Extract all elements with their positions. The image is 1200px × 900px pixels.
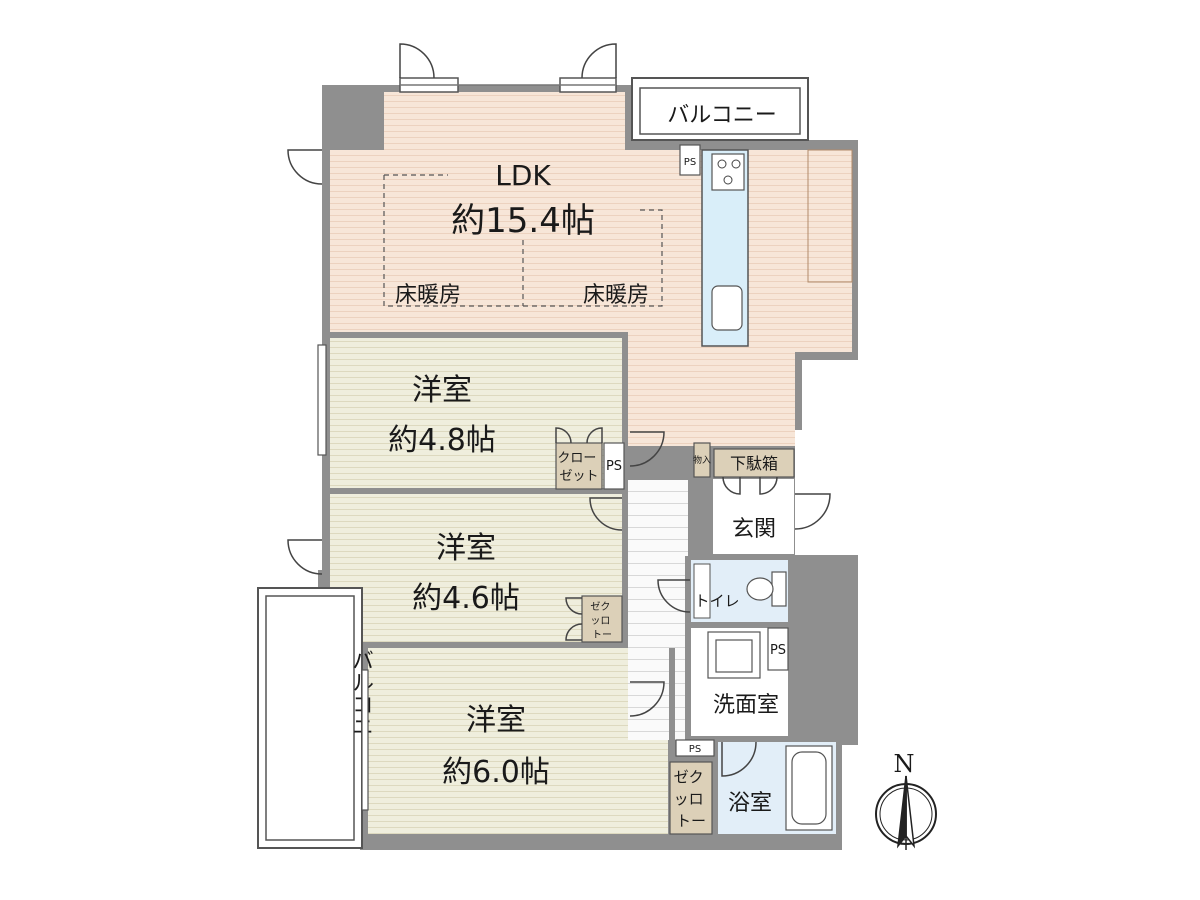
closet1-line2: ゼット	[559, 469, 598, 484]
bedroom1-area: 約4.8帖	[388, 423, 496, 458]
ps-boxes	[603, 144, 789, 757]
bedroom3-area: 約6.0帖	[442, 755, 550, 790]
ps-label-bedroom1: PS	[606, 459, 622, 474]
interior-walls	[326, 332, 840, 840]
bedroom3-name: 洋室	[466, 703, 526, 738]
top-door-swings	[287, 43, 617, 185]
ldk-floor-heating-left: 床暖房	[395, 283, 461, 308]
storage-label: 物入	[693, 454, 711, 466]
closet3-line2: ッロ	[674, 790, 704, 808]
fridge-space	[807, 149, 853, 283]
ps-label-bedroom3: PS	[689, 744, 701, 755]
closet3-label: ゼク ッロ トー	[674, 768, 709, 830]
bedroom2-name: 洋室	[436, 531, 496, 566]
kitchen-counter	[701, 149, 749, 347]
compass-icon	[875, 775, 937, 850]
compass-north-label: N	[894, 750, 915, 778]
balcony-top	[631, 77, 809, 141]
closet-boxes	[555, 442, 795, 835]
ps-label-washroom: PS	[770, 643, 786, 658]
bathtub	[785, 745, 833, 831]
balcony-top-label: バルコニー	[667, 103, 777, 128]
bedroom2-floor	[330, 494, 622, 642]
closet2-line3: トー	[592, 630, 612, 641]
closet2-line1: ゼク	[590, 601, 610, 613]
ps-label-kitchen: PS	[684, 157, 696, 168]
closet2-label: ゼク ッロ トー	[590, 601, 613, 641]
closet1-line1: クロー	[557, 451, 596, 466]
ldk-area: 約15.4帖	[451, 201, 595, 241]
entrance-floor	[712, 478, 794, 554]
closet1-label: クロー ゼット	[557, 451, 600, 484]
toilet-counter	[693, 563, 711, 619]
balcony-left	[257, 587, 363, 849]
floor-heating-zone	[383, 174, 663, 307]
washing-machine	[707, 631, 761, 679]
top-windows	[399, 77, 617, 93]
ldk-name: LDK	[495, 159, 551, 192]
bathroom-label: 浴室	[728, 791, 772, 816]
bedroom2-area: 約4.6帖	[412, 581, 520, 616]
closet2-line2: ッロ	[590, 616, 610, 627]
closet3-line1: ゼク	[674, 768, 704, 786]
closet3-line3: トー	[676, 812, 706, 830]
washroom-label: 洗面室	[713, 693, 779, 718]
shoe-box-label: 下駄箱	[730, 454, 778, 473]
bedroom3-floor	[368, 648, 668, 834]
toilet-label: トイレ	[694, 592, 739, 610]
ldk-floor-heating-right: 床暖房	[583, 283, 649, 308]
toilet-fixture	[746, 571, 787, 607]
entrance-label: 玄関	[732, 517, 776, 542]
left-windows	[317, 344, 369, 811]
interior-door-swings	[287, 427, 831, 777]
bedroom1-name: 洋室	[412, 373, 472, 408]
